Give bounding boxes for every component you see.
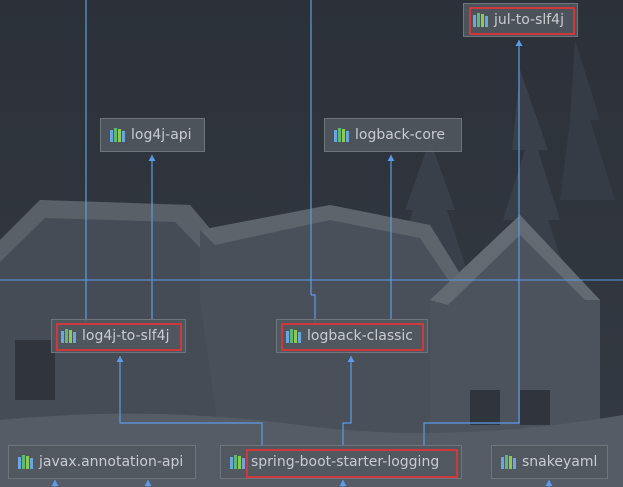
node-label: log4j-to-slf4j [82, 328, 170, 344]
library-bars-icon [18, 455, 33, 469]
node-logback-core[interactable]: logback-core [324, 118, 462, 152]
node-label: logback-core [355, 127, 445, 143]
library-bars-icon [334, 128, 349, 142]
node-label: spring-boot-starter-logging [251, 454, 440, 470]
library-bars-icon [61, 329, 76, 343]
library-bars-icon [230, 455, 245, 469]
node-log4j-to-slf4j[interactable]: log4j-to-slf4j [51, 319, 186, 353]
node-javax-annotation-api[interactable]: javax.annotation-api [8, 445, 196, 479]
library-bars-icon [110, 128, 125, 142]
node-log4j-api[interactable]: log4j-api [100, 118, 205, 152]
node-jul-to-slf4j[interactable]: jul-to-slf4j [463, 3, 578, 37]
node-snakeyaml[interactable]: snakeyaml [491, 445, 608, 479]
node-label: jul-to-slf4j [494, 12, 564, 28]
library-bars-icon [473, 13, 488, 27]
library-bars-icon [286, 329, 301, 343]
node-label: logback-classic [307, 328, 414, 344]
node-spring-boot-starter-logging[interactable]: spring-boot-starter-logging [220, 445, 462, 479]
node-label: log4j-api [131, 127, 192, 143]
node-label: javax.annotation-api [39, 454, 184, 470]
library-bars-icon [501, 455, 516, 469]
node-logback-classic[interactable]: logback-classic [276, 319, 428, 353]
node-label: snakeyaml [522, 454, 598, 470]
